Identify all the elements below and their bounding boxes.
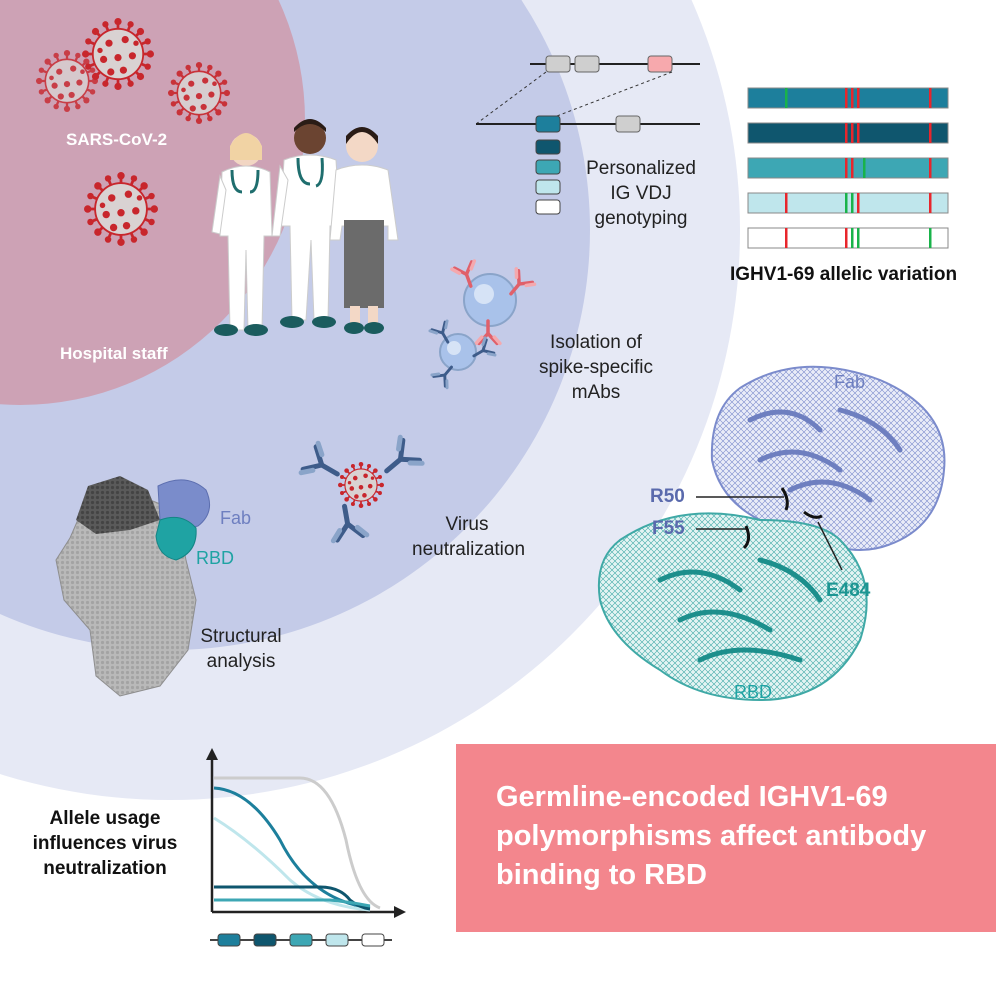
label-neutralization: Virus neutralization [412, 514, 526, 560]
spike-structure [55, 476, 211, 697]
label-r50: R50 [650, 486, 685, 507]
label-rbd-small: RBD [196, 548, 235, 568]
polymorphism-mark [851, 193, 854, 213]
polymorphism-mark [857, 193, 860, 213]
label-genotyping: Personalized IG VDJ genotyping [586, 158, 696, 229]
polymorphism-mark [929, 158, 932, 178]
polymorphism-mark [863, 158, 866, 178]
label-allele-usage: Allele usage influences virus neutraliza… [32, 808, 178, 879]
polymorphism-mark [857, 123, 860, 143]
label-allelic-variation: IGHV1-69 allelic variation [730, 264, 958, 285]
polymorphism-mark [857, 88, 860, 108]
polymorphism-mark [845, 88, 848, 108]
label-rbd-large: RBD [734, 682, 773, 702]
polymorphism-mark [845, 123, 848, 143]
label-f55: F55 [652, 518, 685, 539]
label-e484: E484 [826, 580, 871, 601]
polymorphism-mark [929, 88, 932, 108]
label-structural-analysis: Structural analysis [200, 626, 282, 672]
polymorphism-mark [785, 193, 788, 213]
label-sars-cov-2: SARS-CoV-2 [66, 130, 168, 149]
polymorphism-mark [845, 228, 848, 248]
allele-bar [747, 192, 949, 214]
gene-locus-diagram [475, 55, 700, 215]
fab-rbd-structure [597, 365, 946, 702]
polymorphism-mark [785, 88, 788, 108]
label-hospital-staff: Hospital staff [60, 344, 168, 363]
polymorphism-mark [845, 158, 848, 178]
polymorphism-mark [851, 158, 854, 178]
label-isolation: Isolation of spike-specific mAbs [538, 332, 654, 403]
allele-bar [747, 227, 949, 249]
hospital-staff-figures [211, 119, 399, 336]
polymorphism-mark [785, 228, 788, 248]
allele-bar [747, 157, 949, 179]
isolation-cells [428, 259, 537, 390]
polymorphism-mark [929, 193, 932, 213]
conclusion-text: Germline-encoded IGHV1-69 polymorphisms … [496, 781, 927, 891]
polymorphism-mark [929, 228, 932, 248]
polymorphism-mark [857, 228, 860, 248]
neutralization-curves [206, 748, 406, 947]
allele-bars [747, 87, 949, 249]
allele-bar [747, 87, 949, 109]
polymorphism-mark [929, 123, 932, 143]
polymorphism-mark [851, 88, 854, 108]
conclusion-banner: Germline-encoded IGHV1-69 polymorphisms … [456, 744, 996, 932]
label-fab-small: Fab [220, 508, 252, 528]
polymorphism-mark [845, 193, 848, 213]
polymorphism-mark [851, 123, 854, 143]
allele-bar [747, 122, 949, 144]
polymorphism-mark [851, 228, 854, 248]
label-fab-large: Fab [834, 372, 866, 392]
